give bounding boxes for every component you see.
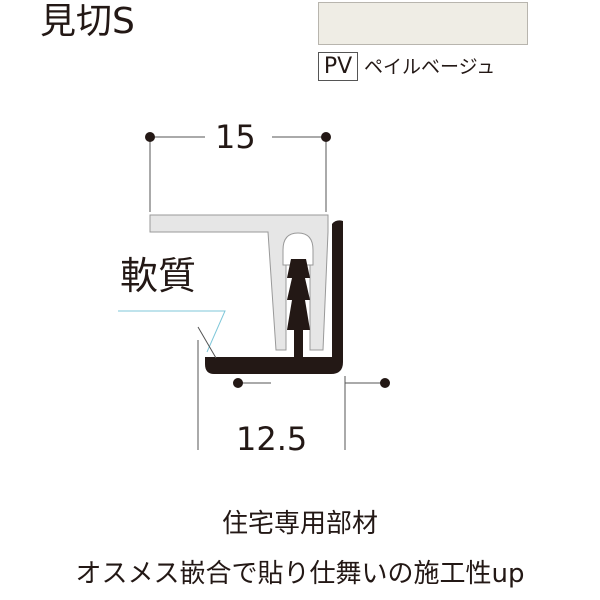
dimension-dot bbox=[233, 378, 243, 388]
color-code: PV bbox=[318, 52, 358, 81]
color-name: ペイルベージュ bbox=[364, 56, 496, 78]
caption-line-2: オスメス嵌合で貼り仕舞いの施工性up bbox=[75, 559, 525, 589]
material-label: 軟質 bbox=[120, 254, 197, 298]
caption-line-1: 住宅専用部材 bbox=[221, 509, 378, 539]
soft-leader-line bbox=[118, 310, 226, 353]
dimension-dot bbox=[145, 132, 155, 142]
rigid-part-shape bbox=[205, 220, 343, 374]
rigid-barb bbox=[287, 259, 310, 330]
product-title: 見切S bbox=[40, 1, 135, 42]
soft-slot bbox=[282, 232, 314, 266]
dimension-dot bbox=[380, 378, 390, 388]
dimension-bottom-label: 12.5 bbox=[236, 420, 308, 458]
color-swatch bbox=[318, 2, 528, 45]
soft-pointer bbox=[197, 326, 217, 359]
dimension-top-label: 15 bbox=[215, 118, 256, 156]
dimension-15-lines bbox=[149, 136, 327, 212]
dimension-dot bbox=[321, 132, 331, 142]
